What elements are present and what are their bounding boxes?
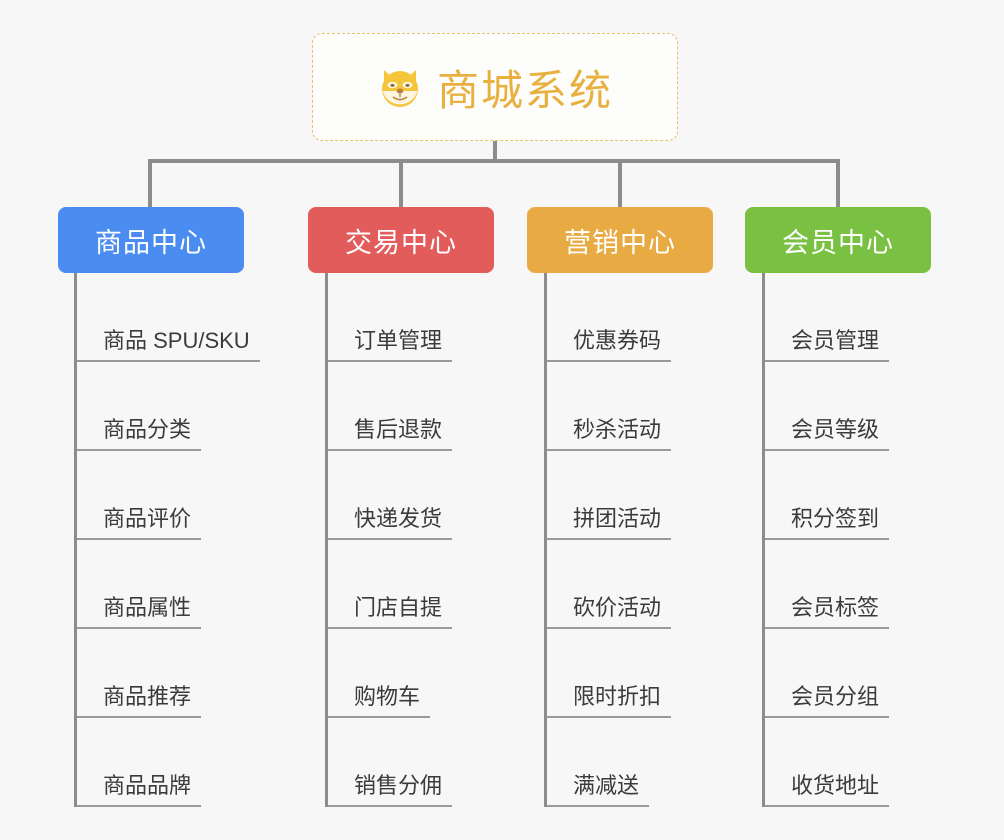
category-box-1[interactable]: 商品中心 — [58, 207, 244, 273]
leaf-item[interactable]: 商品品牌 — [74, 718, 304, 807]
leaf-column-1: 商品 SPU/SKU 商品分类商品评价商品属性商品推荐商品品牌 — [74, 273, 304, 807]
connector-drop-4 — [836, 159, 840, 209]
leaf-item[interactable]: 会员等级 — [762, 362, 992, 451]
connector-drop-1 — [148, 159, 152, 209]
shiba-dog-face-icon — [377, 64, 423, 110]
connector-trunk-bar — [148, 159, 840, 163]
leaf-item[interactable]: 砍价活动 — [544, 540, 774, 629]
leaf-label: 会员等级 — [765, 417, 890, 451]
category-box-3[interactable]: 营销中心 — [527, 207, 713, 273]
leaf-column-3: 优惠券码秒杀活动拼团活动砍价活动限时折扣满减送 — [544, 273, 774, 807]
leaf-label: 优惠券码 — [547, 328, 672, 362]
leaf-column-2: 订单管理售后退款快递发货门店自提购物车销售分佣 — [325, 273, 555, 807]
leaf-label: 快递发货 — [328, 506, 453, 540]
leaf-label: 购物车 — [328, 684, 431, 718]
connector-rail-1 — [74, 273, 77, 807]
leaf-label: 会员分组 — [765, 684, 890, 718]
leaf-label: 商品属性 — [77, 595, 202, 629]
leaf-item[interactable]: 商品分类 — [74, 362, 304, 451]
leaf-item[interactable]: 销售分佣 — [325, 718, 555, 807]
leaf-label: 商品评价 — [77, 506, 202, 540]
leaf-item[interactable]: 订单管理 — [325, 273, 555, 362]
leaf-item[interactable]: 商品 SPU/SKU — [74, 273, 304, 362]
leaf-label: 砍价活动 — [547, 595, 672, 629]
leaf-item[interactable]: 秒杀活动 — [544, 362, 774, 451]
leaf-label: 拼团活动 — [547, 506, 672, 540]
connector-drop-2 — [399, 159, 403, 209]
leaf-item[interactable]: 拼团活动 — [544, 451, 774, 540]
leaf-item[interactable]: 快递发货 — [325, 451, 555, 540]
leaf-label: 订单管理 — [328, 328, 453, 362]
connector-drop-3 — [618, 159, 622, 209]
leaf-item[interactable]: 商品推荐 — [74, 629, 304, 718]
category-label: 会员中心 — [782, 227, 894, 258]
leaf-item[interactable]: 满减送 — [544, 718, 774, 807]
leaf-item[interactable]: 会员分组 — [762, 629, 992, 718]
leaf-item[interactable]: 售后退款 — [325, 362, 555, 451]
leaf-item[interactable]: 门店自提 — [325, 540, 555, 629]
leaf-label: 门店自提 — [328, 595, 453, 629]
leaf-label: 售后退款 — [328, 417, 453, 451]
category-box-2[interactable]: 交易中心 — [308, 207, 494, 273]
leaf-item[interactable]: 商品评价 — [74, 451, 304, 540]
leaf-label: 限时折扣 — [547, 684, 672, 718]
leaf-label: 收货地址 — [765, 773, 890, 807]
connector-rail-4 — [762, 273, 765, 807]
category-label: 商品中心 — [95, 227, 207, 258]
connector-root-stem — [493, 141, 497, 163]
leaf-label: 商品推荐 — [77, 684, 202, 718]
leaf-label: 商品分类 — [77, 417, 202, 451]
leaf-label: 积分签到 — [765, 506, 890, 540]
leaf-item[interactable]: 优惠券码 — [544, 273, 774, 362]
leaf-item[interactable]: 限时折扣 — [544, 629, 774, 718]
leaf-label: 秒杀活动 — [547, 417, 672, 451]
leaf-column-4: 会员管理会员等级积分签到会员标签会员分组收货地址 — [762, 273, 992, 807]
leaf-item[interactable]: 会员管理 — [762, 273, 992, 362]
root-node-shop-system[interactable]: 商城系统 — [312, 33, 678, 141]
connector-rail-3 — [544, 273, 547, 807]
leaf-label: 满减送 — [547, 773, 650, 807]
leaf-label: 商品 SPU/SKU — [77, 328, 260, 362]
leaf-item[interactable]: 积分签到 — [762, 451, 992, 540]
leaf-label: 会员标签 — [765, 595, 890, 629]
leaf-label: 销售分佣 — [328, 773, 453, 807]
category-label: 营销中心 — [564, 227, 676, 258]
leaf-item[interactable]: 购物车 — [325, 629, 555, 718]
leaf-label: 会员管理 — [765, 328, 890, 362]
connector-rail-2 — [325, 273, 328, 807]
leaf-item[interactable]: 商品属性 — [74, 540, 304, 629]
leaf-label: 商品品牌 — [77, 773, 202, 807]
category-box-4[interactable]: 会员中心 — [745, 207, 931, 273]
category-label: 交易中心 — [345, 227, 457, 258]
leaf-item[interactable]: 会员标签 — [762, 540, 992, 629]
root-title: 商城系统 — [436, 66, 613, 114]
leaf-item[interactable]: 收货地址 — [762, 718, 992, 807]
